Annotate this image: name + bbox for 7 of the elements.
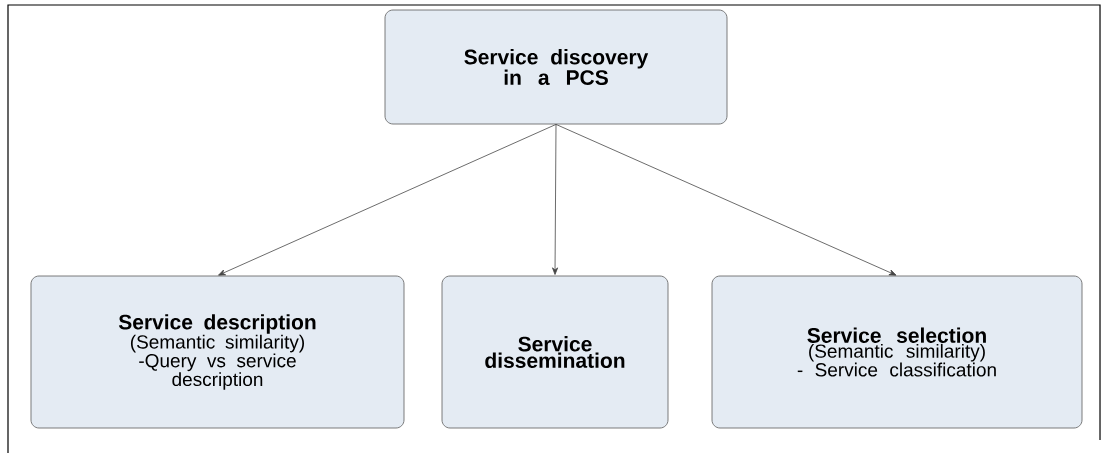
arrow: [555, 124, 897, 276]
process-box: Service selection (Semantic similarity) - Service classification: [711, 275, 1083, 429]
process-box: Service discovery in a PCS: [384, 9, 728, 125]
arrow: [552, 124, 559, 275]
process-box: Service dissemination: [441, 275, 669, 429]
arrow: [218, 124, 557, 276]
process-box: Service description (Semantic similarity) -Query vs service description: [30, 275, 405, 429]
